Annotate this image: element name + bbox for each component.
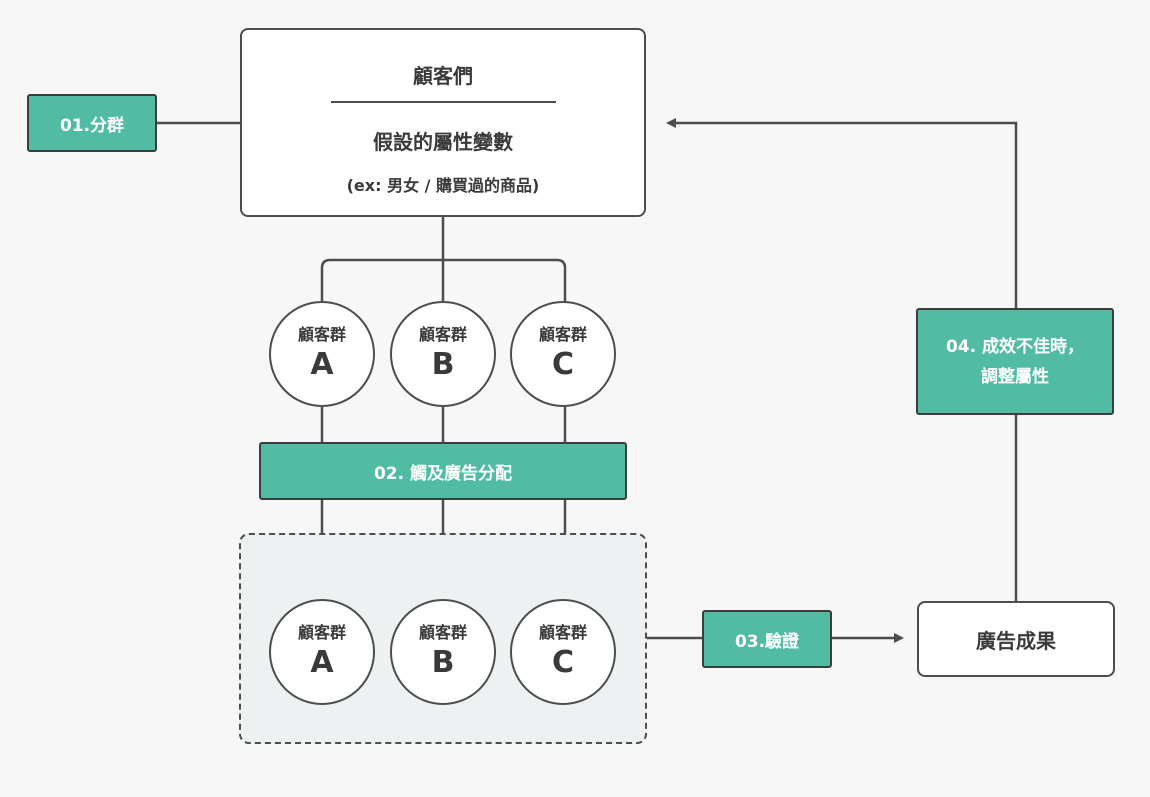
group-name: 顧客群 xyxy=(297,325,346,344)
step-segment-label: 01.分群 xyxy=(27,94,157,152)
group-name: 顧客群 xyxy=(297,623,346,642)
step-adjust-label: 04. 成效不佳時， 調整屬性 xyxy=(916,308,1114,415)
group-b-circle-bottom: 顧客群 B xyxy=(390,599,496,705)
arrow-feedback-to-customers xyxy=(666,118,1018,309)
group-name: 顧客群 xyxy=(418,325,467,344)
attribute-example-text: (ex: 男女 / 購買過的商品) xyxy=(346,176,540,195)
group-a-circle-bottom: 顧客群 A xyxy=(269,599,375,705)
group-name: 顧客群 xyxy=(538,623,587,642)
group-a-circle-top: 顧客群 A xyxy=(269,301,375,407)
customers-divider xyxy=(331,101,556,103)
group-c-circle-top: 顧客群 C xyxy=(510,301,616,407)
step-distribute-label: 02. 觸及廣告分配 xyxy=(259,442,627,500)
step-adjust-line1: 04. 成效不佳時， xyxy=(945,336,1085,357)
attribute-variables-label: 假設的屬性變數 xyxy=(373,130,513,154)
step-adjust-line2: 調整屬性 xyxy=(981,366,1049,387)
customers-box: 顧客們 假設的屬性變數 (ex: 男女 / 購買過的商品) xyxy=(240,28,646,217)
connector-branch xyxy=(320,258,567,302)
step-verify-label: 03.驗證 xyxy=(702,610,832,668)
group-letter: B xyxy=(431,347,455,382)
group-name: 顧客群 xyxy=(418,623,467,642)
group-letter: A xyxy=(310,347,334,382)
group-c-circle-bottom: 顧客群 C xyxy=(510,599,616,705)
ad-result-box: 廣告成果 xyxy=(917,601,1115,677)
group-letter: C xyxy=(551,347,575,382)
group-letter: A xyxy=(310,645,334,680)
group-b-circle-top: 顧客群 B xyxy=(390,301,496,407)
customers-title: 顧客們 xyxy=(413,64,473,88)
group-letter: B xyxy=(431,645,455,680)
group-letter: C xyxy=(551,645,575,680)
group-name: 顧客群 xyxy=(538,325,587,344)
